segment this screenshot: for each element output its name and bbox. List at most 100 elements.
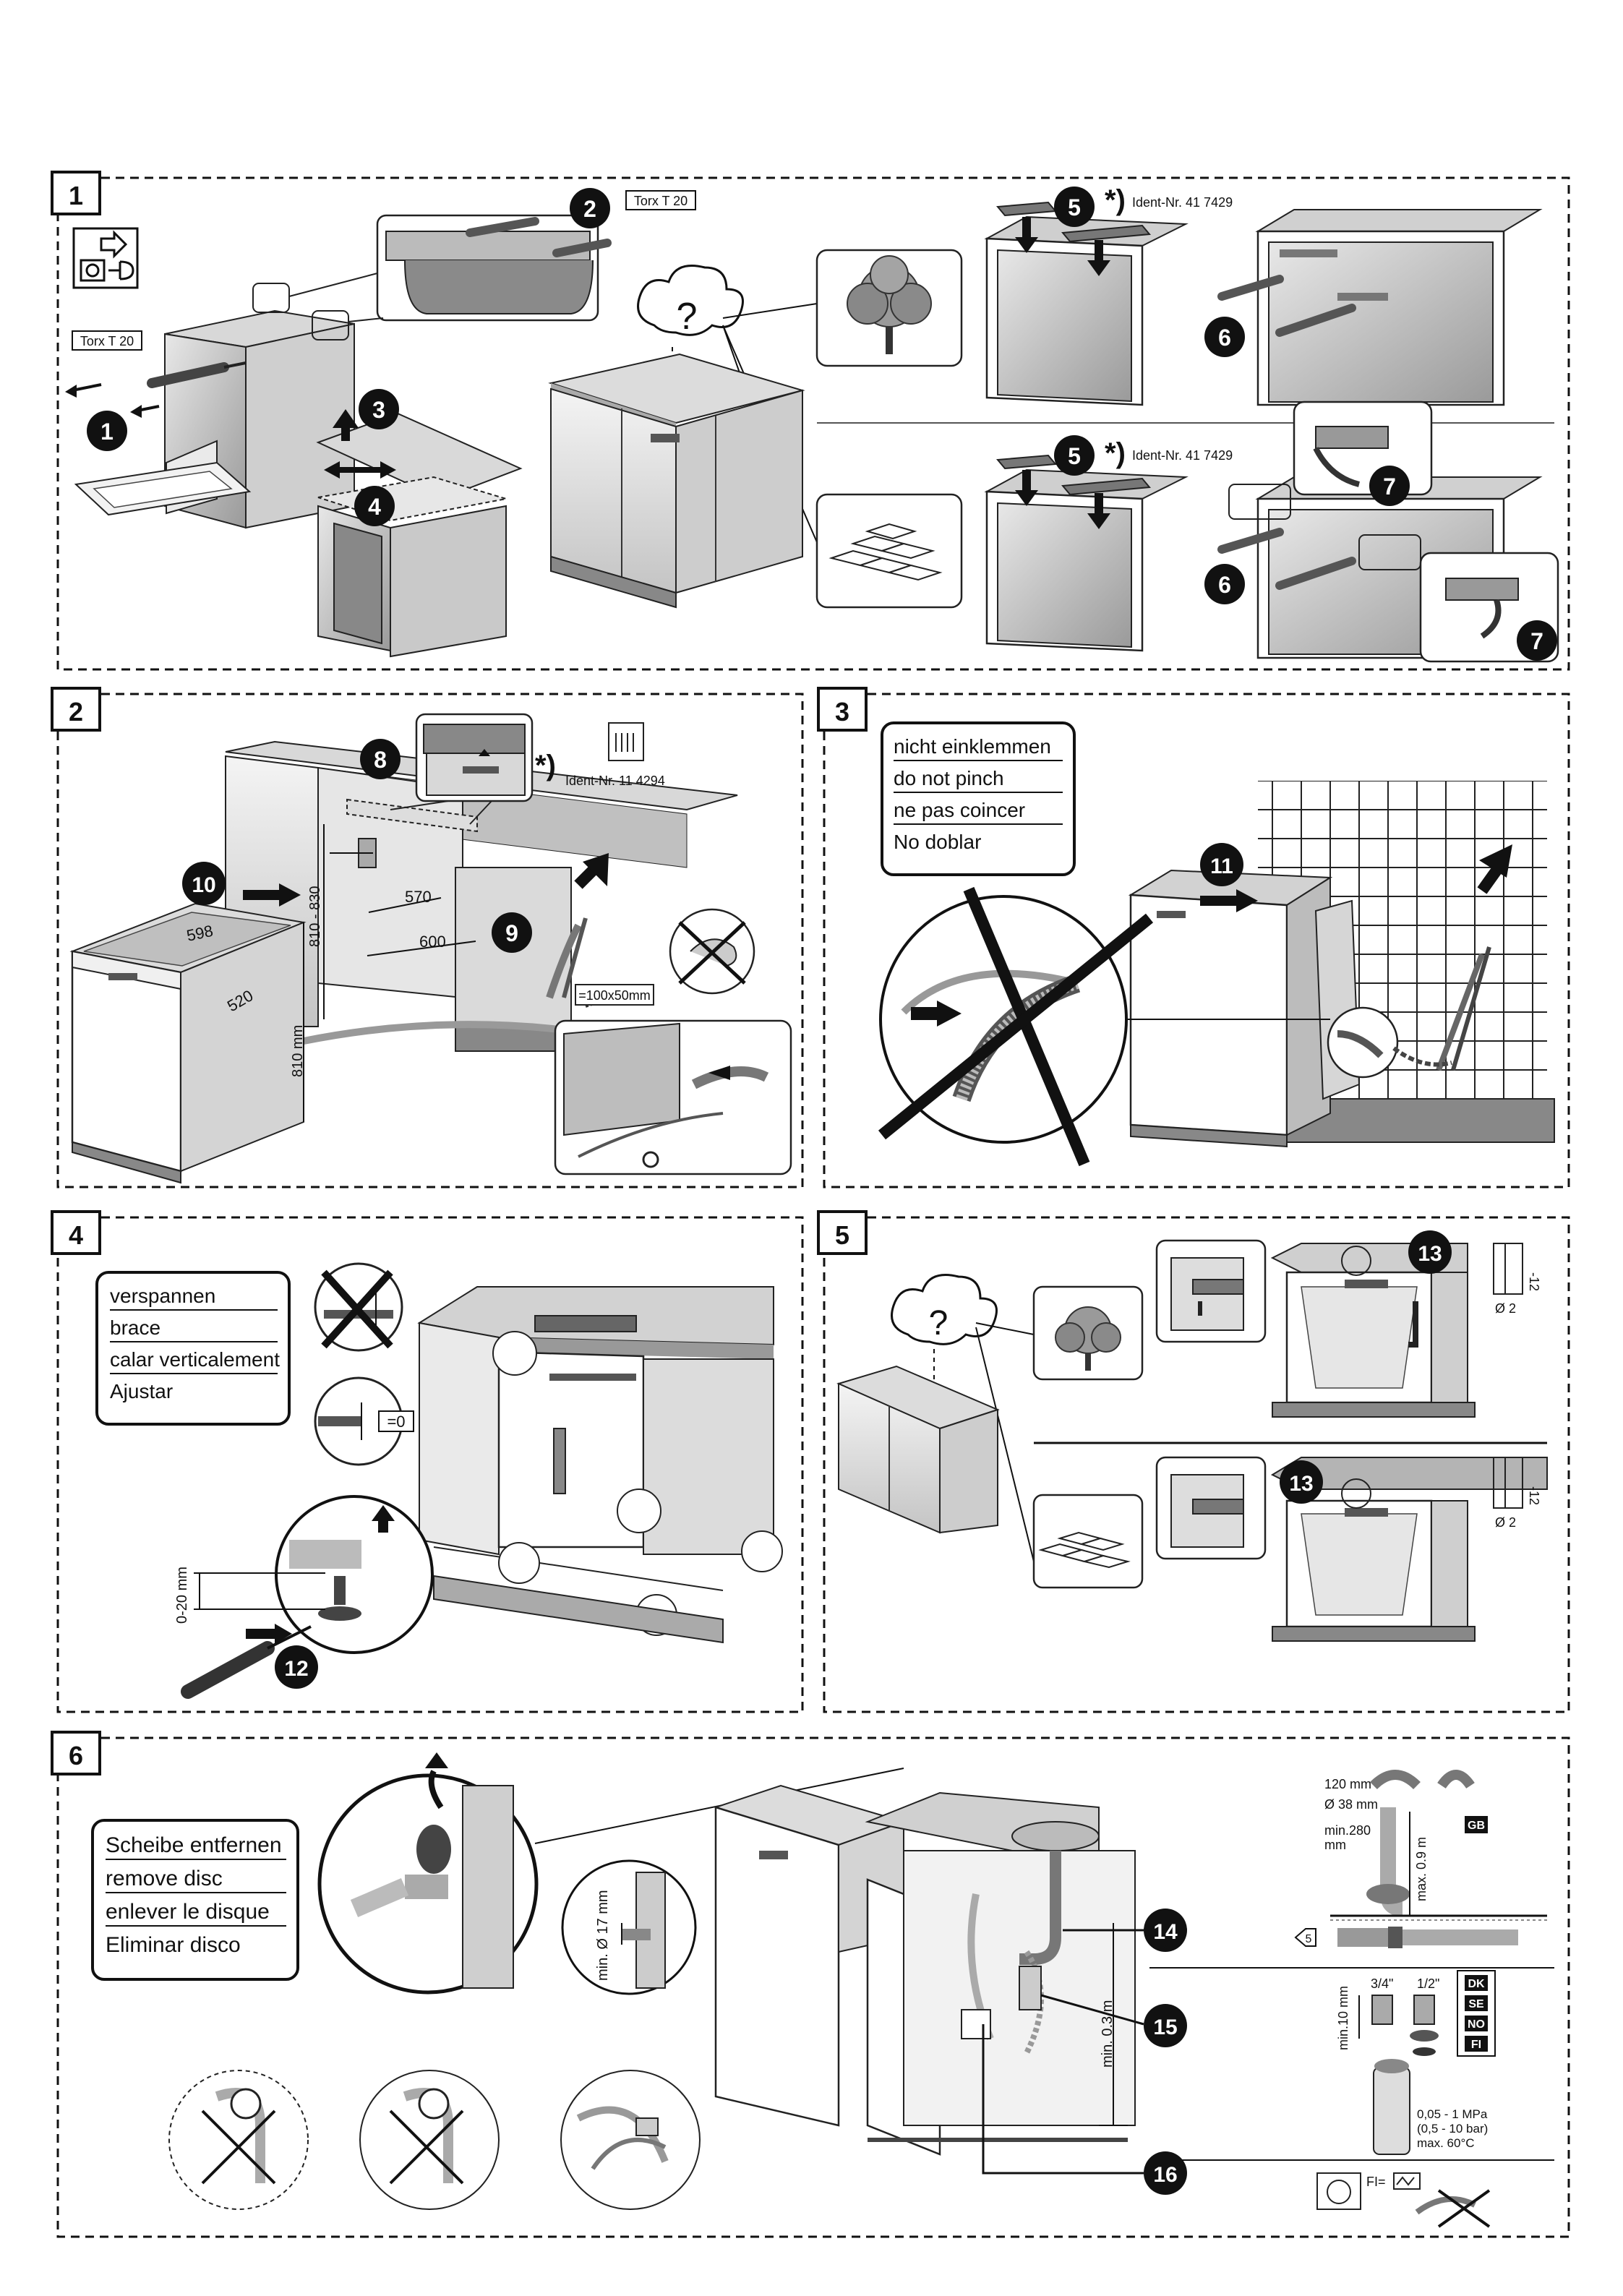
svg-text:5: 5: [835, 1220, 849, 1250]
panel-number-5: 5: [817, 1210, 868, 1255]
panel-number-6: 6: [51, 1731, 101, 1775]
svg-text:*): *): [1105, 184, 1126, 216]
svg-text:7: 7: [1383, 474, 1396, 500]
step-circle-7b: 7: [1517, 620, 1557, 661]
tree-icon-panel1: [815, 249, 963, 367]
svg-text:Ident-Nr. 41 7429: Ident-Nr. 41 7429: [1132, 195, 1233, 210]
svg-text:FI=: FI=: [1366, 2175, 1386, 2189]
brace-check-detail: =0: [314, 1262, 414, 1466]
svg-text:5: 5: [1068, 443, 1081, 469]
step-circle-7a: 7: [1369, 466, 1410, 506]
hose-insertion-panel2: =100x50mm: [546, 853, 792, 1175]
warning-box-panel3: nicht einklemmen do not pinch ne pas coi…: [881, 721, 1076, 876]
step-circle-3: 3: [359, 389, 399, 429]
svg-text:3: 3: [372, 397, 385, 423]
socket-spec-detail: FI=: [1316, 2172, 1491, 2228]
svg-text:Ø 38 mm: Ø 38 mm: [1324, 1797, 1378, 1812]
svg-text:13: 13: [1418, 1242, 1442, 1266]
mounting-top-upper: Ident-Nr. 41 7429 *): [984, 184, 1233, 406]
step-circle-6b: 6: [1204, 564, 1245, 604]
svg-text:15: 15: [1153, 2016, 1177, 2039]
svg-text:1/2": 1/2": [1417, 1976, 1439, 1991]
svg-text:0-20 mm: 0-20 mm: [174, 1567, 190, 1624]
remove-disc-detail: [317, 1752, 904, 1995]
step-circle-5b: 5: [1054, 435, 1095, 476]
svg-text:NO: NO: [1468, 2018, 1485, 2031]
step-circle-8: 8: [360, 739, 401, 779]
step-circle-16: 16: [982, 2024, 1187, 2195]
svg-text:min. 0.3 m: min. 0.3 m: [1100, 2000, 1115, 2068]
kitchen-row-panel5: [836, 1365, 1000, 1534]
bricks-icon-panel1: [815, 493, 963, 609]
svg-text:min.280: min.280: [1324, 1823, 1371, 1838]
unplug-icon: [72, 227, 139, 289]
svg-text:6: 6: [1218, 572, 1231, 598]
svg-text:16: 16: [1153, 2163, 1177, 2187]
svg-text:810 - 830: 810 - 830: [307, 886, 323, 947]
svg-text:brace: brace: [110, 1316, 160, 1339]
warning-box-panel6: Scheibe entfernen remove disc enlever le…: [91, 1819, 299, 1981]
svg-text:?: ?: [929, 1304, 948, 1342]
svg-text:-12: -12: [1527, 1486, 1541, 1505]
dishwasher-panel4: [417, 1286, 783, 1644]
torx-label-left: Torx T 20: [72, 330, 142, 351]
step-circle-6a: 6: [1204, 317, 1245, 357]
svg-text:mm: mm: [1324, 1838, 1346, 1852]
bricks-icon-panel5: [1032, 1494, 1144, 1589]
svg-text:1: 1: [69, 181, 83, 210]
svg-text:DK: DK: [1468, 1978, 1485, 1990]
svg-text:810 mm: 810 mm: [290, 1025, 306, 1077]
svg-text:*): *): [535, 750, 556, 781]
step-circle-10: 10: [182, 862, 226, 905]
svg-text:4: 4: [69, 1220, 83, 1250]
svg-text:14: 14: [1153, 1920, 1178, 1944]
panel-number-1: 1: [51, 171, 101, 215]
svg-text:No doblar: No doblar: [894, 831, 981, 853]
svg-text:max. 60°C: max. 60°C: [1417, 2136, 1475, 2150]
svg-text:GB: GB: [1468, 1820, 1485, 1832]
svg-text:2: 2: [69, 697, 83, 727]
panel-number-2: 2: [51, 687, 101, 732]
mounting-top-right-upper: [1217, 209, 1543, 406]
step-circle-2: 2: [570, 188, 610, 228]
dishwasher-panel3: [1128, 844, 1512, 1148]
svg-text:FI: FI: [1471, 2039, 1481, 2051]
step-circle-9: 9: [492, 912, 532, 953]
step-circle-1: 1: [87, 411, 127, 451]
svg-text:=0: =0: [387, 1413, 405, 1431]
panel-borders: [56, 176, 1570, 2238]
svg-text:0,05 - 1 MPa: 0,05 - 1 MPa: [1417, 2107, 1488, 2121]
step-circle-11: 11: [1200, 843, 1243, 886]
svg-text:do not pinch: do not pinch: [894, 767, 1004, 789]
mounting-top-right-lower: [1217, 400, 1559, 663]
svg-text:SE: SE: [1468, 1998, 1484, 2010]
question-cloud-panel5: ?: [891, 1274, 1035, 1562]
svg-text:Ident-Nr. 11 4294: Ident-Nr. 11 4294: [565, 774, 665, 788]
svg-text:Torx T 20: Torx T 20: [634, 194, 688, 208]
inlet-spec-detail: 3/4" 1/2" min.10 mm 0,05 - 1 MPa (0,5 - …: [1336, 1970, 1496, 2155]
svg-text:min.10 mm: min.10 mm: [1336, 1986, 1350, 2050]
svg-text:6: 6: [1218, 325, 1231, 351]
svg-text:enlever le disque: enlever le disque: [106, 1900, 270, 1924]
step-circle-14: 14: [1063, 1909, 1187, 1952]
step-circle-13a: 13: [1408, 1230, 1452, 1274]
svg-text:3/4": 3/4": [1371, 1976, 1393, 1991]
svg-text:Scheibe entfernen: Scheibe entfernen: [106, 1833, 282, 1857]
svg-text:4: 4: [368, 494, 381, 520]
svg-text:5: 5: [1306, 1933, 1312, 1945]
svg-text:verspannen: verspannen: [110, 1285, 215, 1307]
svg-text:1: 1: [100, 419, 114, 445]
step-circle-5a: 5: [1054, 187, 1095, 227]
crossed-hose-details: [168, 2070, 701, 2210]
step-circle-12: 12: [275, 1645, 318, 1689]
svg-text:13: 13: [1289, 1472, 1313, 1496]
detail-inset-top-panel1: [288, 214, 612, 322]
svg-text:Ident-Nr. 41 7429: Ident-Nr. 41 7429: [1132, 448, 1233, 463]
step-circle-13b: 13: [1280, 1460, 1323, 1504]
svg-text:8: 8: [374, 747, 387, 773]
tree-icon-panel5: [1032, 1285, 1144, 1381]
svg-text:12: 12: [284, 1657, 308, 1681]
dishwasher-opened: [65, 283, 355, 529]
svg-text:max. 0.9 m: max. 0.9 m: [1414, 1837, 1429, 1901]
